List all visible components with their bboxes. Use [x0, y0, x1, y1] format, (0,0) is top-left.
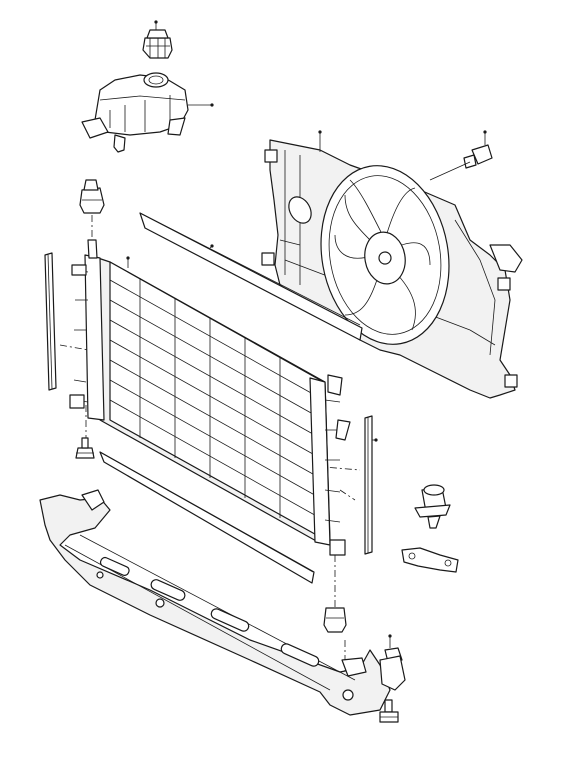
- expansion-tank-cap: [142, 20, 173, 59]
- left-side-seal: [44, 252, 57, 391]
- lower-support-crossmember: [39, 489, 391, 716]
- expansion-tank: [81, 72, 214, 153]
- drain-plug-left: [75, 437, 95, 459]
- radiator-lower-mount: [323, 607, 347, 633]
- crossmember-pin: [379, 634, 406, 691]
- upper-seal-strip: [139, 212, 363, 341]
- bracket-clip: [401, 547, 459, 573]
- mounting-bolt: [379, 699, 399, 723]
- radiator-upper-mount: [79, 179, 105, 214]
- fan-shroud: [261, 130, 523, 399]
- fan-motor-connector: [429, 130, 493, 181]
- lower-seal-strip: [99, 451, 315, 584]
- radiator-core-fins: [109, 278, 321, 519]
- thermostat-sensor: [414, 484, 451, 529]
- radiator: [69, 239, 351, 556]
- right-side-seal: [364, 415, 378, 555]
